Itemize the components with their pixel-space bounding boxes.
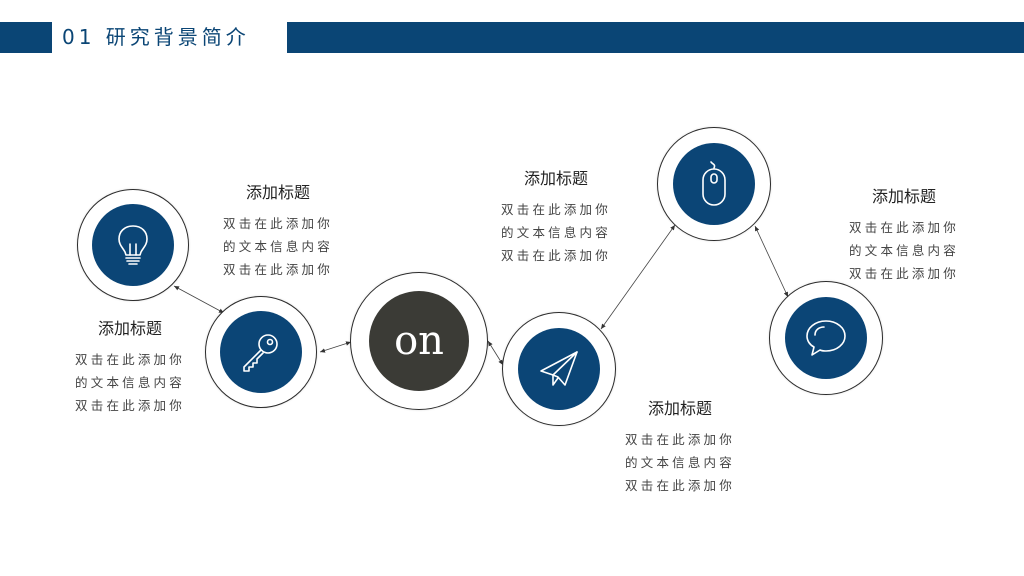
block-text-line: 双击在此添加你 bbox=[75, 352, 185, 367]
block-text-line: 的文本信息内容 bbox=[849, 243, 959, 258]
connector-key-center bbox=[319, 341, 352, 353]
connector-plane-mouse bbox=[600, 224, 676, 330]
lightbulb-icon bbox=[113, 222, 153, 268]
mouse-badge bbox=[673, 143, 755, 225]
block-title: 添加标题 bbox=[523, 169, 588, 188]
header-bar-left bbox=[0, 22, 52, 53]
block-text-line: 双击在此添加你 bbox=[849, 266, 959, 281]
block-text-line: 双击在此添加你 bbox=[625, 478, 735, 493]
block-text-line: 双击在此添加你 bbox=[223, 262, 333, 277]
block-title: 添加标题 bbox=[647, 399, 712, 418]
block-text-line: 的文本信息内容 bbox=[501, 225, 611, 240]
block-text-line: 的文本信息内容 bbox=[625, 455, 735, 470]
key-icon bbox=[238, 329, 284, 375]
text-block-2: 添加标题 双击在此添加你 的文本信息内容 双击在此添加你 bbox=[213, 183, 343, 281]
center-badge: on bbox=[369, 291, 469, 391]
connector-bulb-key bbox=[173, 285, 225, 314]
key-badge bbox=[220, 311, 302, 393]
block-text-line: 双击在此添加你 bbox=[501, 248, 611, 263]
block-title: 添加标题 bbox=[245, 183, 310, 202]
text-block-4: 添加标题 双击在此添加你 的文本信息内容 双击在此添加你 bbox=[615, 399, 745, 497]
block-text-line: 双击在此添加你 bbox=[75, 398, 185, 413]
paper-plane-badge bbox=[518, 328, 600, 410]
block-text-line: 双击在此添加你 bbox=[501, 202, 611, 217]
block-text-line: 的文本信息内容 bbox=[223, 239, 333, 254]
center-label: on bbox=[394, 318, 444, 364]
text-block-5: 添加标题 双击在此添加你 的文本信息内容 双击在此添加你 bbox=[839, 187, 969, 285]
lightbulb-badge bbox=[92, 204, 174, 286]
page-title: 01 研究背景简介 bbox=[62, 25, 250, 49]
block-text-line: 双击在此添加你 bbox=[849, 220, 959, 235]
block-title: 添加标题 bbox=[97, 319, 162, 338]
block-text-line: 双击在此添加你 bbox=[625, 432, 735, 447]
block-text-line: 双击在此添加你 bbox=[223, 216, 333, 231]
paper-plane-icon bbox=[537, 347, 581, 391]
speech-bubble-badge bbox=[785, 297, 867, 379]
header-bar-right bbox=[287, 22, 1024, 53]
block-text-line: 的文本信息内容 bbox=[75, 375, 185, 390]
speech-bubble-icon bbox=[803, 317, 849, 359]
block-title: 添加标题 bbox=[871, 187, 936, 206]
text-block-3: 添加标题 双击在此添加你 的文本信息内容 双击在此添加你 bbox=[491, 169, 621, 267]
connector-mouse-bubble bbox=[754, 225, 789, 298]
text-block-1: 添加标题 双击在此添加你 的文本信息内容 双击在此添加你 bbox=[65, 319, 195, 417]
connector-center-plane bbox=[487, 340, 504, 366]
mouse-icon bbox=[699, 160, 729, 208]
